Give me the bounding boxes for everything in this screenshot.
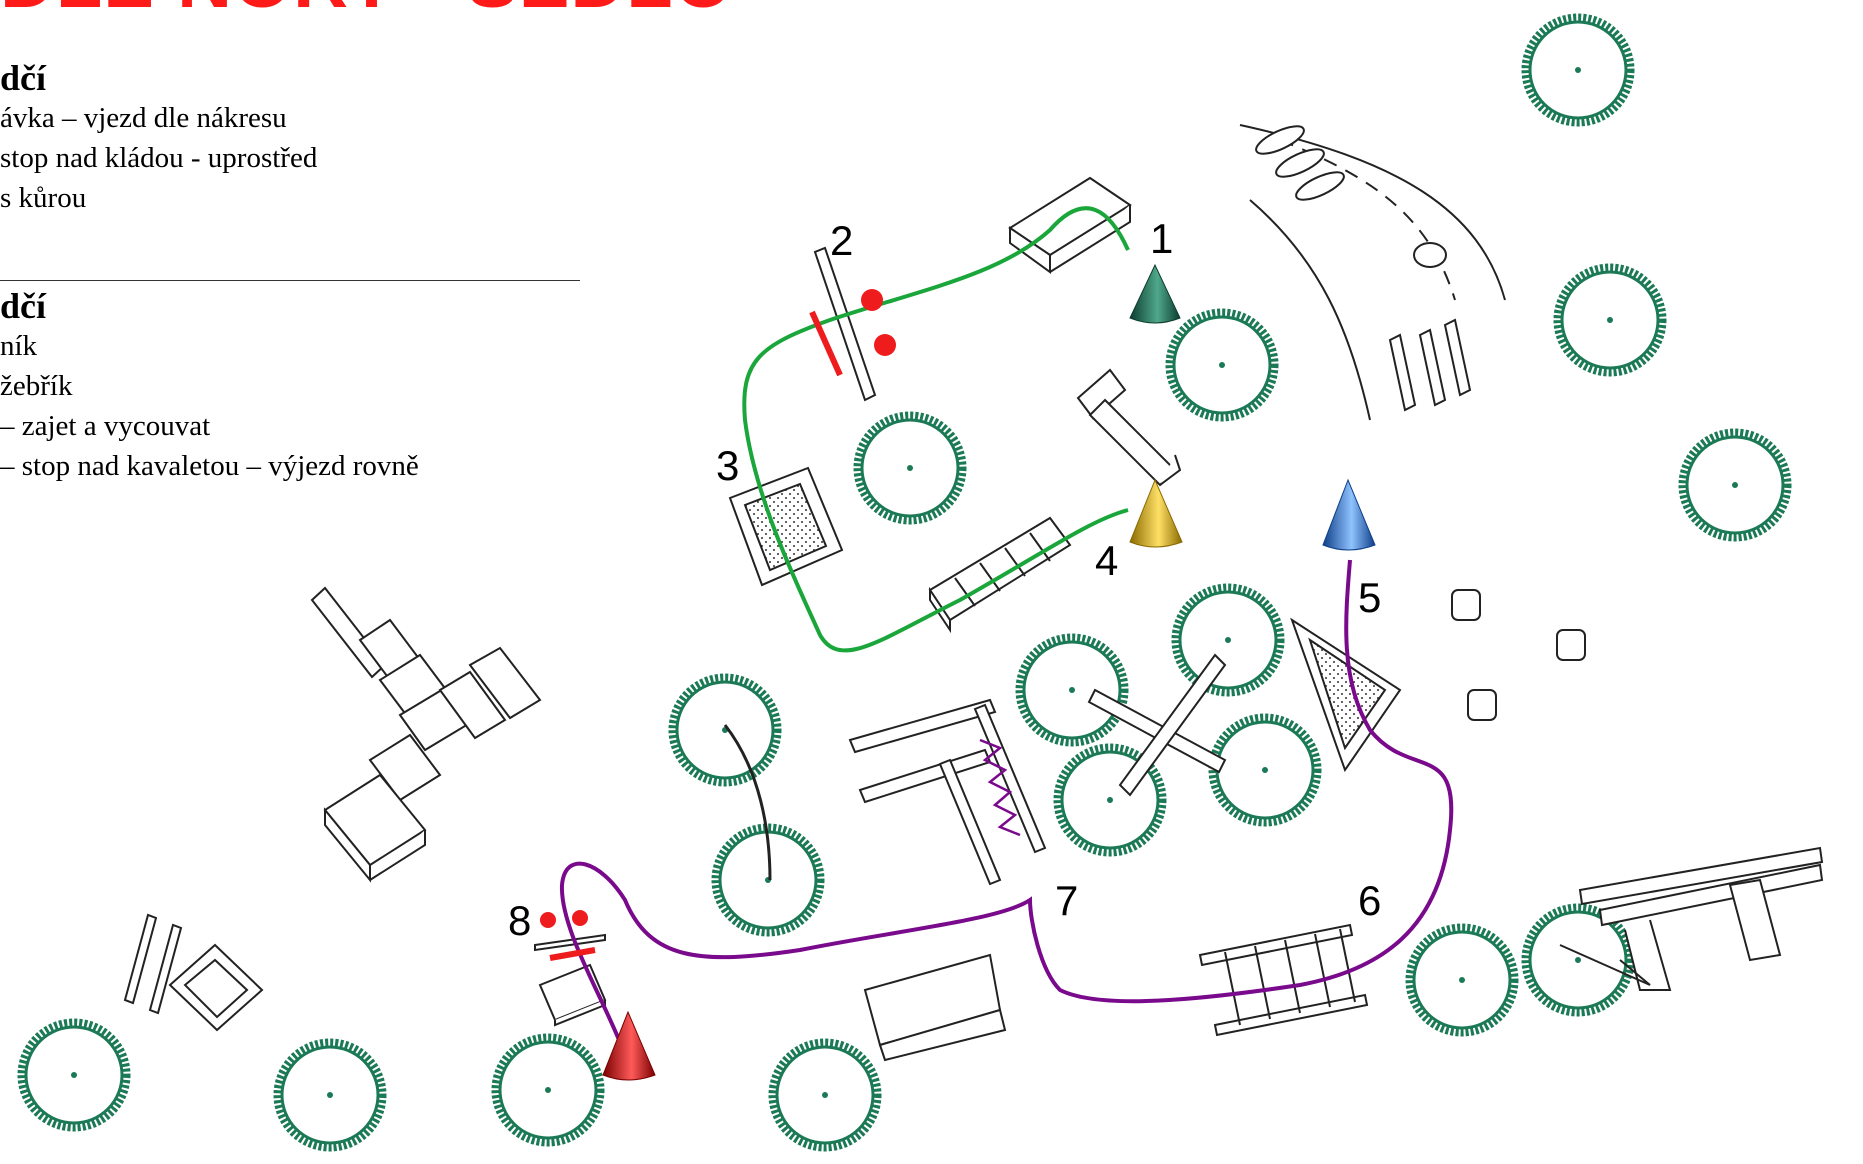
tree-icon (491, 1033, 605, 1147)
tree-icon (1678, 428, 1792, 542)
station-numbers: 1 2 3 4 5 6 7 8 (508, 215, 1381, 944)
square-frame-icon (123, 913, 264, 1032)
tree-icon (17, 1018, 131, 1132)
crate-obstacle-icon (863, 953, 1007, 1062)
instruction-line: ávka – vjezd dle nákresu (0, 102, 287, 134)
section-heading: dčí (0, 58, 47, 98)
tree-icon (1015, 633, 1129, 747)
ladder-obstacle-icon (848, 698, 1047, 886)
section-divider (0, 280, 580, 281)
tree-icon (1171, 583, 1285, 697)
instruction-line: ník (0, 330, 38, 362)
tree-icon (853, 411, 967, 525)
pole-icon (534, 933, 606, 952)
station-number: 1 (1150, 215, 1173, 262)
instruction-line: žebřík (0, 370, 73, 402)
zigzag-mark (979, 738, 1021, 837)
instruction-line: – zajet a vycouvat (0, 410, 211, 442)
cone-icon (1322, 478, 1376, 551)
tree-icon (1165, 308, 1279, 422)
station-number: 5 (1358, 574, 1381, 621)
gate-obstacle-icon (1076, 368, 1182, 487)
tree-icon (668, 673, 782, 787)
ladder-bridge-icon (1198, 923, 1369, 1037)
stop-mark-2 (809, 289, 896, 377)
bridge-obstacle-icon (928, 516, 1072, 634)
log-obstacle-icon (813, 246, 877, 402)
sandbox-obstacle-icon (728, 466, 844, 587)
crossed-poles-icon (1087, 653, 1227, 797)
tree-icon (1553, 263, 1667, 377)
tree-icon (768, 1038, 882, 1152)
cone-icon (1129, 478, 1183, 548)
tree-icon (1405, 923, 1519, 1037)
route-lower (559, 559, 1454, 1056)
stairs-obstacle-icon (310, 586, 542, 883)
crate-obstacle-icon (1008, 176, 1132, 274)
section-heading: dčí (0, 286, 47, 326)
station-number: 4 (1095, 537, 1118, 584)
trees-group (17, 13, 1792, 1152)
page-title: DLE NORY - SEDLO (0, 0, 734, 25)
small-box-icon (538, 963, 607, 1027)
instructions-section-2: dčí ník žebřík – zajet a vycouvat – stop… (0, 286, 580, 486)
route-upper (742, 206, 1130, 653)
instruction-line: s kůrou (0, 182, 87, 214)
bridge-structure-icon (1559, 846, 1824, 991)
station-number: 8 (508, 897, 531, 944)
station-number: 3 (716, 442, 739, 489)
station-number: 6 (1358, 877, 1381, 924)
station-number: 2 (830, 217, 853, 264)
cone-icon (1129, 263, 1181, 324)
instruction-line: stop nad kládou - uprostřed (0, 142, 318, 174)
tree-icon (1053, 743, 1167, 857)
tree-icon (1521, 13, 1635, 127)
tree-icon (273, 1038, 387, 1152)
tree-icon (1521, 903, 1635, 1017)
rope-icon (723, 724, 772, 881)
barrel-icon (1451, 589, 1586, 721)
instruction-line: – stop nad kavaletou – výjezd rovně (0, 450, 419, 482)
instructions-section-1: dčí ávka – vjezd dle nákresu stop nad kl… (0, 58, 580, 218)
tree-icon (1208, 713, 1322, 827)
stop-mark-8 (540, 910, 596, 961)
station-number: 7 (1055, 877, 1078, 924)
cone-icon (602, 1010, 656, 1081)
terrain-sketch-icon (1239, 124, 1506, 421)
